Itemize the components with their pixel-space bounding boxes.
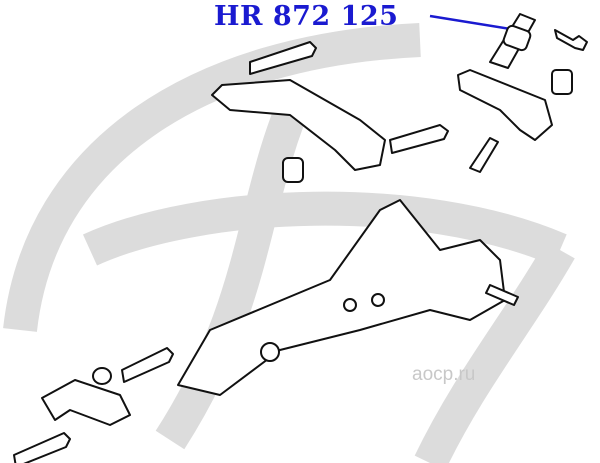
trailing-arm-part [177, 199, 506, 396]
callout-line [429, 14, 518, 32]
bushing-part [282, 157, 304, 183]
bolt-small-part [554, 29, 588, 51]
upper-arm-left-part [211, 79, 386, 171]
bolt-part [469, 137, 499, 173]
bolt-part [249, 41, 317, 75]
lower-link-part [41, 379, 131, 426]
upper-arm-right-part [457, 69, 553, 141]
site-watermark: aocp.ru [412, 364, 476, 385]
bushing-link-part [489, 13, 536, 69]
bushing-sleeve-part [551, 69, 573, 95]
part-number-label: HR 872 125 [214, 1, 399, 32]
bolt-part [13, 432, 71, 463]
bolt-part [121, 347, 174, 383]
washer-part [92, 367, 112, 385]
hub-stud-part [485, 284, 519, 306]
bolt-part [389, 124, 449, 154]
